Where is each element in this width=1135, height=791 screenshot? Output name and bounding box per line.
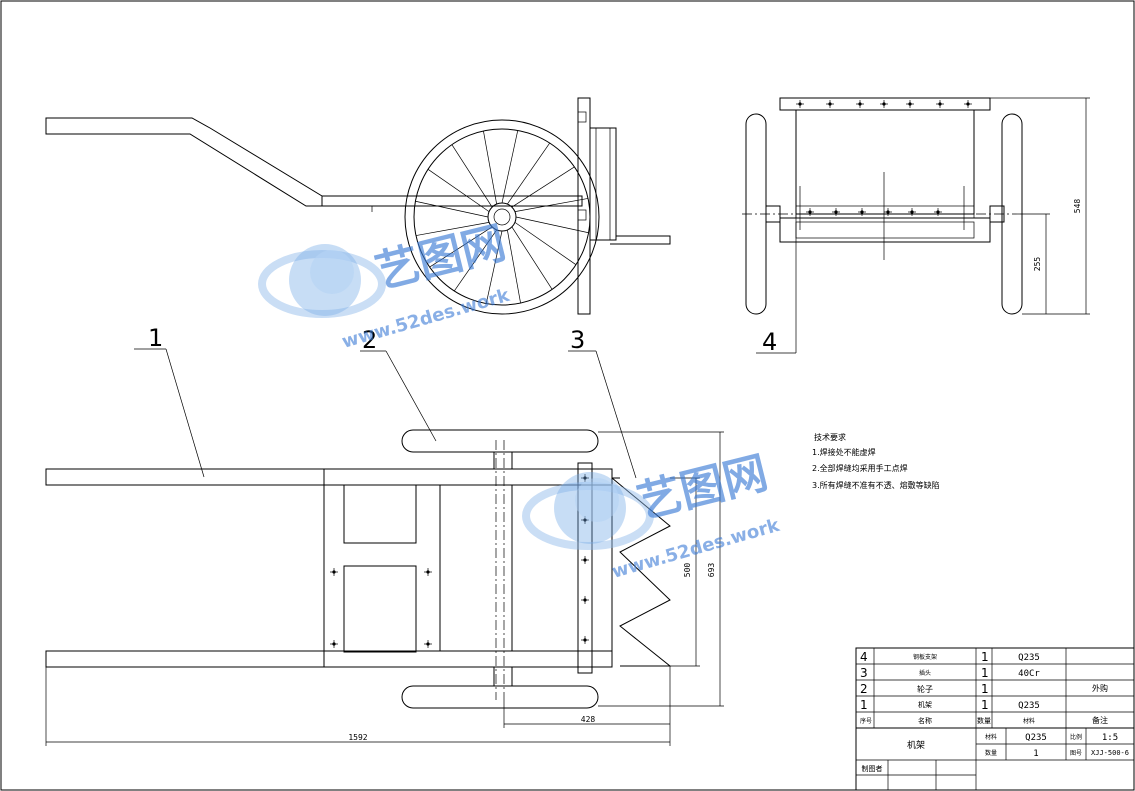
bolt-mark — [826, 100, 834, 108]
wheel-spoke — [515, 216, 589, 234]
bolt-mark — [908, 208, 916, 216]
tech-item-1: 1.焊接处不能虚焊 — [812, 447, 876, 457]
bom-qty-2: 1 — [981, 682, 989, 696]
wheel-spoke — [507, 229, 521, 304]
watermark-2: 艺图网 www.52des.work — [522, 447, 783, 583]
dim-total-length: 1592 — [348, 733, 367, 742]
bolt-mark — [796, 100, 804, 108]
bom-qty-4: 1 — [981, 650, 989, 664]
scale-label: 比例 — [1070, 733, 1082, 741]
bom-material-3: 40Cr — [1018, 669, 1040, 679]
watermark-name-2: 艺图网 — [632, 447, 772, 528]
count-value: 1 — [1033, 749, 1038, 759]
dim-wheel-offset: 428 — [581, 715, 596, 724]
bom-no-3: 3 — [860, 666, 868, 680]
bolt-mark — [964, 100, 972, 108]
bom-name-1: 机架 — [918, 700, 932, 709]
drawing-title: 机架 — [907, 739, 925, 751]
tech-item-2: 2.全部焊缝均采用手工点焊 — [812, 463, 908, 473]
side-view — [45, 97, 671, 315]
bolt-mark — [806, 208, 814, 216]
end-view: 548 255 — [742, 97, 1090, 315]
bom-name-2: 轮子 — [917, 684, 933, 694]
count-label: 数量 — [985, 749, 997, 757]
dim-width-inner: 500 — [683, 563, 692, 578]
balloon-3: 3 — [570, 326, 585, 354]
drawing-no-value: XJJ-500-6 — [1091, 749, 1129, 757]
bom-header-material: 材料 — [1023, 717, 1035, 725]
bolt-mark — [880, 100, 888, 108]
wheel-spoke — [429, 226, 493, 268]
wheel-spoke — [514, 198, 589, 212]
part-balloons: 1 2 3 4 — [134, 200, 797, 479]
bom-no-1: 1 — [860, 698, 868, 712]
bom-no-2: 2 — [860, 682, 868, 696]
wheel-spoke — [451, 144, 493, 208]
bolt-mark — [832, 208, 840, 216]
bolt-mark — [936, 100, 944, 108]
material-value: Q235 — [1025, 733, 1047, 743]
bolt-mark — [581, 556, 589, 564]
bom-note-2: 外购 — [1092, 683, 1108, 693]
wheel-spoke — [483, 130, 497, 205]
tech-requirements: 技术要求 1.焊接处不能虚焊 2.全部焊缝均采用手工点焊 3.所有焊缝不准有不透… — [812, 432, 940, 490]
bom-qty-3: 1 — [981, 666, 989, 680]
wheel-spoke — [511, 226, 553, 290]
watermark-1: 艺图网 www.52des.work — [258, 217, 513, 353]
wheel-spoke — [415, 222, 490, 236]
dim-height-total: 548 — [1073, 199, 1082, 214]
wheel-spoke — [514, 222, 577, 265]
bom-header-no: 序号 — [860, 717, 872, 725]
bolt-mark — [934, 208, 942, 216]
bolt-mark — [906, 100, 914, 108]
bolt-mark — [858, 208, 866, 216]
wheel-spoke — [454, 229, 497, 292]
bolt-mark — [330, 568, 338, 576]
bom-header-name: 名称 — [918, 716, 932, 725]
bom-name-4: 钢板支架 — [913, 653, 937, 661]
bom-material-4: Q235 — [1018, 653, 1040, 663]
bolt-mark — [330, 640, 338, 648]
bom-header-note: 备注 — [1092, 715, 1108, 725]
tech-item-3: 3.所有焊缝不准有不透、熔敷等缺陷 — [812, 480, 940, 490]
bolt-mark — [581, 474, 589, 482]
wheel-spoke — [507, 142, 550, 205]
bom-name-3: 插头 — [919, 669, 931, 677]
wheel-spoke — [415, 200, 489, 218]
plan-view: 1592 428 500 693 — [45, 429, 724, 746]
tech-title: 技术要求 — [814, 432, 846, 442]
balloon-2: 2 — [362, 326, 377, 354]
bolt-mark — [581, 636, 589, 644]
watermark-logo-globe-2 — [522, 472, 654, 550]
bom-header-qty: 数量 — [977, 716, 991, 725]
material-label: 材料 — [985, 733, 997, 741]
wheel-spoke — [427, 169, 490, 212]
bom-no-4: 4 — [860, 650, 868, 664]
dim-axle-height: 255 — [1033, 257, 1042, 272]
drawing-no-label: 图号 — [1070, 750, 1082, 757]
wheel-spoke — [501, 130, 519, 204]
bolt-mark — [884, 208, 892, 216]
bolt-mark — [856, 100, 864, 108]
bolt-mark — [424, 640, 432, 648]
bolt-mark — [581, 596, 589, 604]
watermark-url-1: www.52des.work — [340, 285, 513, 353]
wheel-spoke — [511, 166, 575, 208]
watermark-logo-globe-1 — [258, 244, 386, 318]
drafter-label: 制图者 — [862, 764, 883, 773]
bom-material-1: Q235 — [1018, 701, 1040, 711]
bolt-mark — [424, 568, 432, 576]
bom-qty-1: 1 — [981, 698, 989, 712]
scale-value: 1:5 — [1102, 733, 1118, 743]
wheel-spoke — [485, 230, 503, 304]
title-block: 4 钢板支架 1 Q235 3 插头 1 40Cr 2 轮子 1 外购 1 机架… — [855, 647, 1135, 791]
dim-width-outer: 693 — [707, 563, 716, 578]
balloon-4: 4 — [762, 328, 777, 356]
balloon-1: 1 — [148, 324, 163, 352]
